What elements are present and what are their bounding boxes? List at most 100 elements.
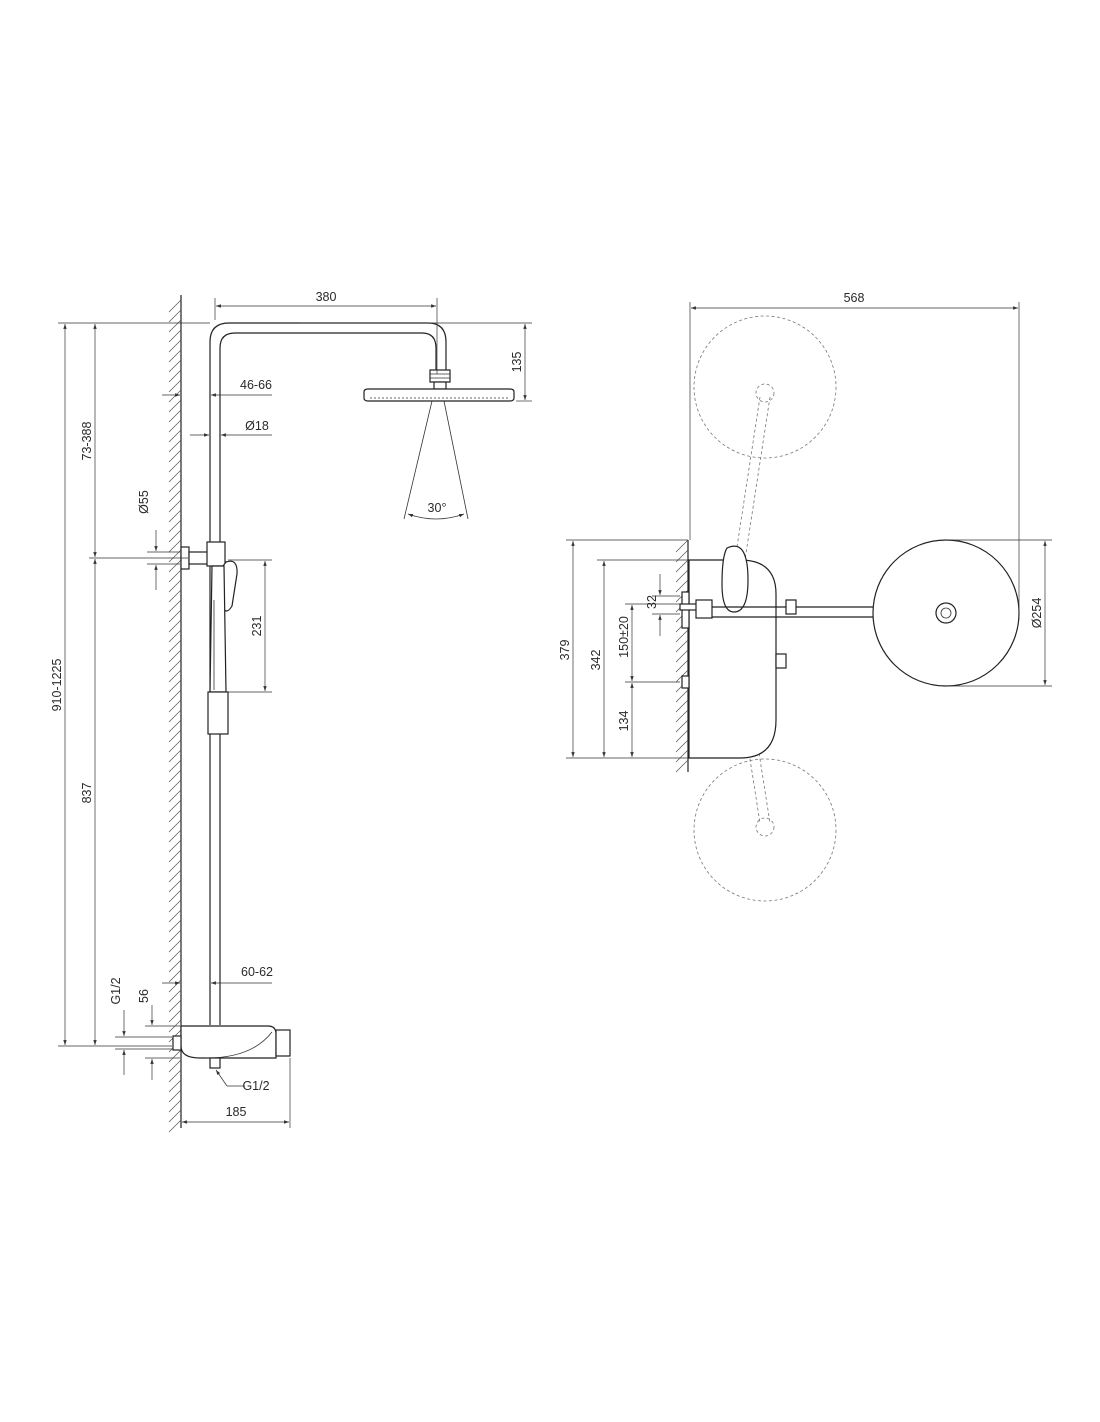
wall-hatch-line [168, 869, 182, 883]
side-labels: 380 135 46-66 Ø18 30° 73-388 Ø55 231 910… [50, 290, 524, 1119]
wall-hatch-line [168, 679, 182, 693]
wall-hatch-line [168, 459, 182, 473]
wall-hatch-line [168, 769, 182, 783]
wall-hatch-line [675, 639, 689, 653]
label-handshower-length: 231 [250, 616, 264, 637]
wall-hatch-line [168, 449, 182, 463]
top-mixer [679, 539, 1020, 759]
label-inlet-offset: 56 [137, 989, 151, 1003]
wall-right [675, 539, 689, 773]
wall-hatch-line [168, 639, 182, 653]
wall-hatch-line [168, 559, 182, 573]
wall-hatch-line [168, 939, 182, 953]
wall-hatch-line [675, 659, 689, 673]
wall-hatch-line [168, 859, 182, 873]
wall-hatch-line [168, 299, 182, 313]
wall-hatch-line [168, 1089, 182, 1103]
label-depth-mid: 342 [589, 650, 603, 671]
label-total-width: 568 [844, 291, 865, 305]
label-total-height: 910-1225 [50, 659, 64, 712]
wall-hatch-line [168, 1069, 182, 1083]
wall-hatch-line [168, 779, 182, 793]
wall-hatch-line [675, 709, 689, 723]
wall-hatch-line [168, 789, 182, 803]
wall-hatch-line [168, 1119, 182, 1133]
wall-hatch-line [675, 649, 689, 663]
label-wall-distance-top: 46-66 [240, 378, 272, 392]
wall-hatch-line [168, 369, 182, 383]
wall-hatch-line [168, 959, 182, 973]
wall-hatch-line [168, 529, 182, 543]
wall-hatch-line [675, 699, 689, 713]
wall-hatch-line [675, 749, 689, 763]
wall-hatch-line [168, 649, 182, 663]
wall-left [168, 295, 182, 1133]
wall-hatch-line [168, 1079, 182, 1093]
wall-hatch-line [168, 399, 182, 413]
wall-hatch-line [168, 699, 182, 713]
wall-hatch-line [675, 729, 689, 743]
wall-hatch-line [168, 1099, 182, 1113]
wall-hatch-line [168, 379, 182, 393]
wall-hatch-line [168, 879, 182, 893]
wall-hatch-line [168, 819, 182, 833]
wall-hatch-line [675, 559, 689, 573]
wall-hatch-line [168, 1109, 182, 1123]
wall-hatch-line [168, 809, 182, 823]
wall-hatch-line [168, 619, 182, 633]
wall-hatch-line [168, 989, 182, 1003]
top-dimensions [566, 302, 1052, 759]
wall-hatch-line [168, 319, 182, 333]
wall-hatch-line [168, 339, 182, 353]
wall-hatch-line [168, 759, 182, 773]
wall-hatch-line [168, 439, 182, 453]
wall-hatch-line [168, 839, 182, 853]
wall-hatch-line [168, 579, 182, 593]
wall-hatch-line [168, 909, 182, 923]
side-view: 380 135 46-66 Ø18 30° 73-388 Ø55 231 910… [50, 290, 532, 1133]
label-mixer-depth: 185 [226, 1105, 247, 1119]
wall-hatch-line [168, 479, 182, 493]
wall-hatch-line [168, 329, 182, 343]
side-dimensions [58, 298, 532, 1128]
wall-hatch-line [168, 509, 182, 523]
wall-hatch-line [168, 609, 182, 623]
wall-hatch-line [168, 799, 182, 813]
label-outlet-thread: G1/2 [242, 1079, 269, 1093]
wall-hatch-line [168, 1049, 182, 1063]
wall-hatch-line [168, 969, 182, 983]
wall-hatch-line [675, 539, 689, 553]
wall-hatch-line [168, 519, 182, 533]
wall-hatch-line [168, 889, 182, 903]
wall-hatch-line [168, 669, 182, 683]
wall-hatch-line [168, 749, 182, 763]
wall-hatch-line [168, 849, 182, 863]
wall-hatch-line [168, 829, 182, 843]
wall-hatch-line [168, 489, 182, 503]
label-pipe-diameter: Ø18 [245, 419, 269, 433]
wall-hatch-line [168, 719, 182, 733]
wall-hatch-line [168, 469, 182, 483]
label-spray-angle: 30° [428, 501, 447, 515]
wall-hatch-line [168, 389, 182, 403]
wall-hatch-line [168, 689, 182, 703]
label-connection-spacing: 150±20 [617, 616, 631, 658]
wall-hatch-line [168, 949, 182, 963]
wall-hatch-line [168, 629, 182, 643]
label-head-height: 135 [510, 352, 524, 373]
wall-hatch-line [675, 569, 689, 583]
wall-hatch-line [168, 979, 182, 993]
wall-hatch-line [168, 709, 182, 723]
wall-hatch-line [168, 409, 182, 423]
label-holder-adjust: 73-388 [80, 421, 94, 460]
wall-hatch-line [168, 1009, 182, 1023]
wall-hatch-line [675, 739, 689, 753]
wall-hatch-line [168, 569, 182, 583]
wall-hatch-line [168, 659, 182, 673]
wall-hatch-line [168, 929, 182, 943]
wall-hatch-line [168, 499, 182, 513]
wall-hatch-line [168, 349, 182, 363]
wall-hatch-line [168, 359, 182, 373]
label-inlet-thread: G1/2 [109, 977, 123, 1004]
wall-hatch-line [168, 729, 182, 743]
